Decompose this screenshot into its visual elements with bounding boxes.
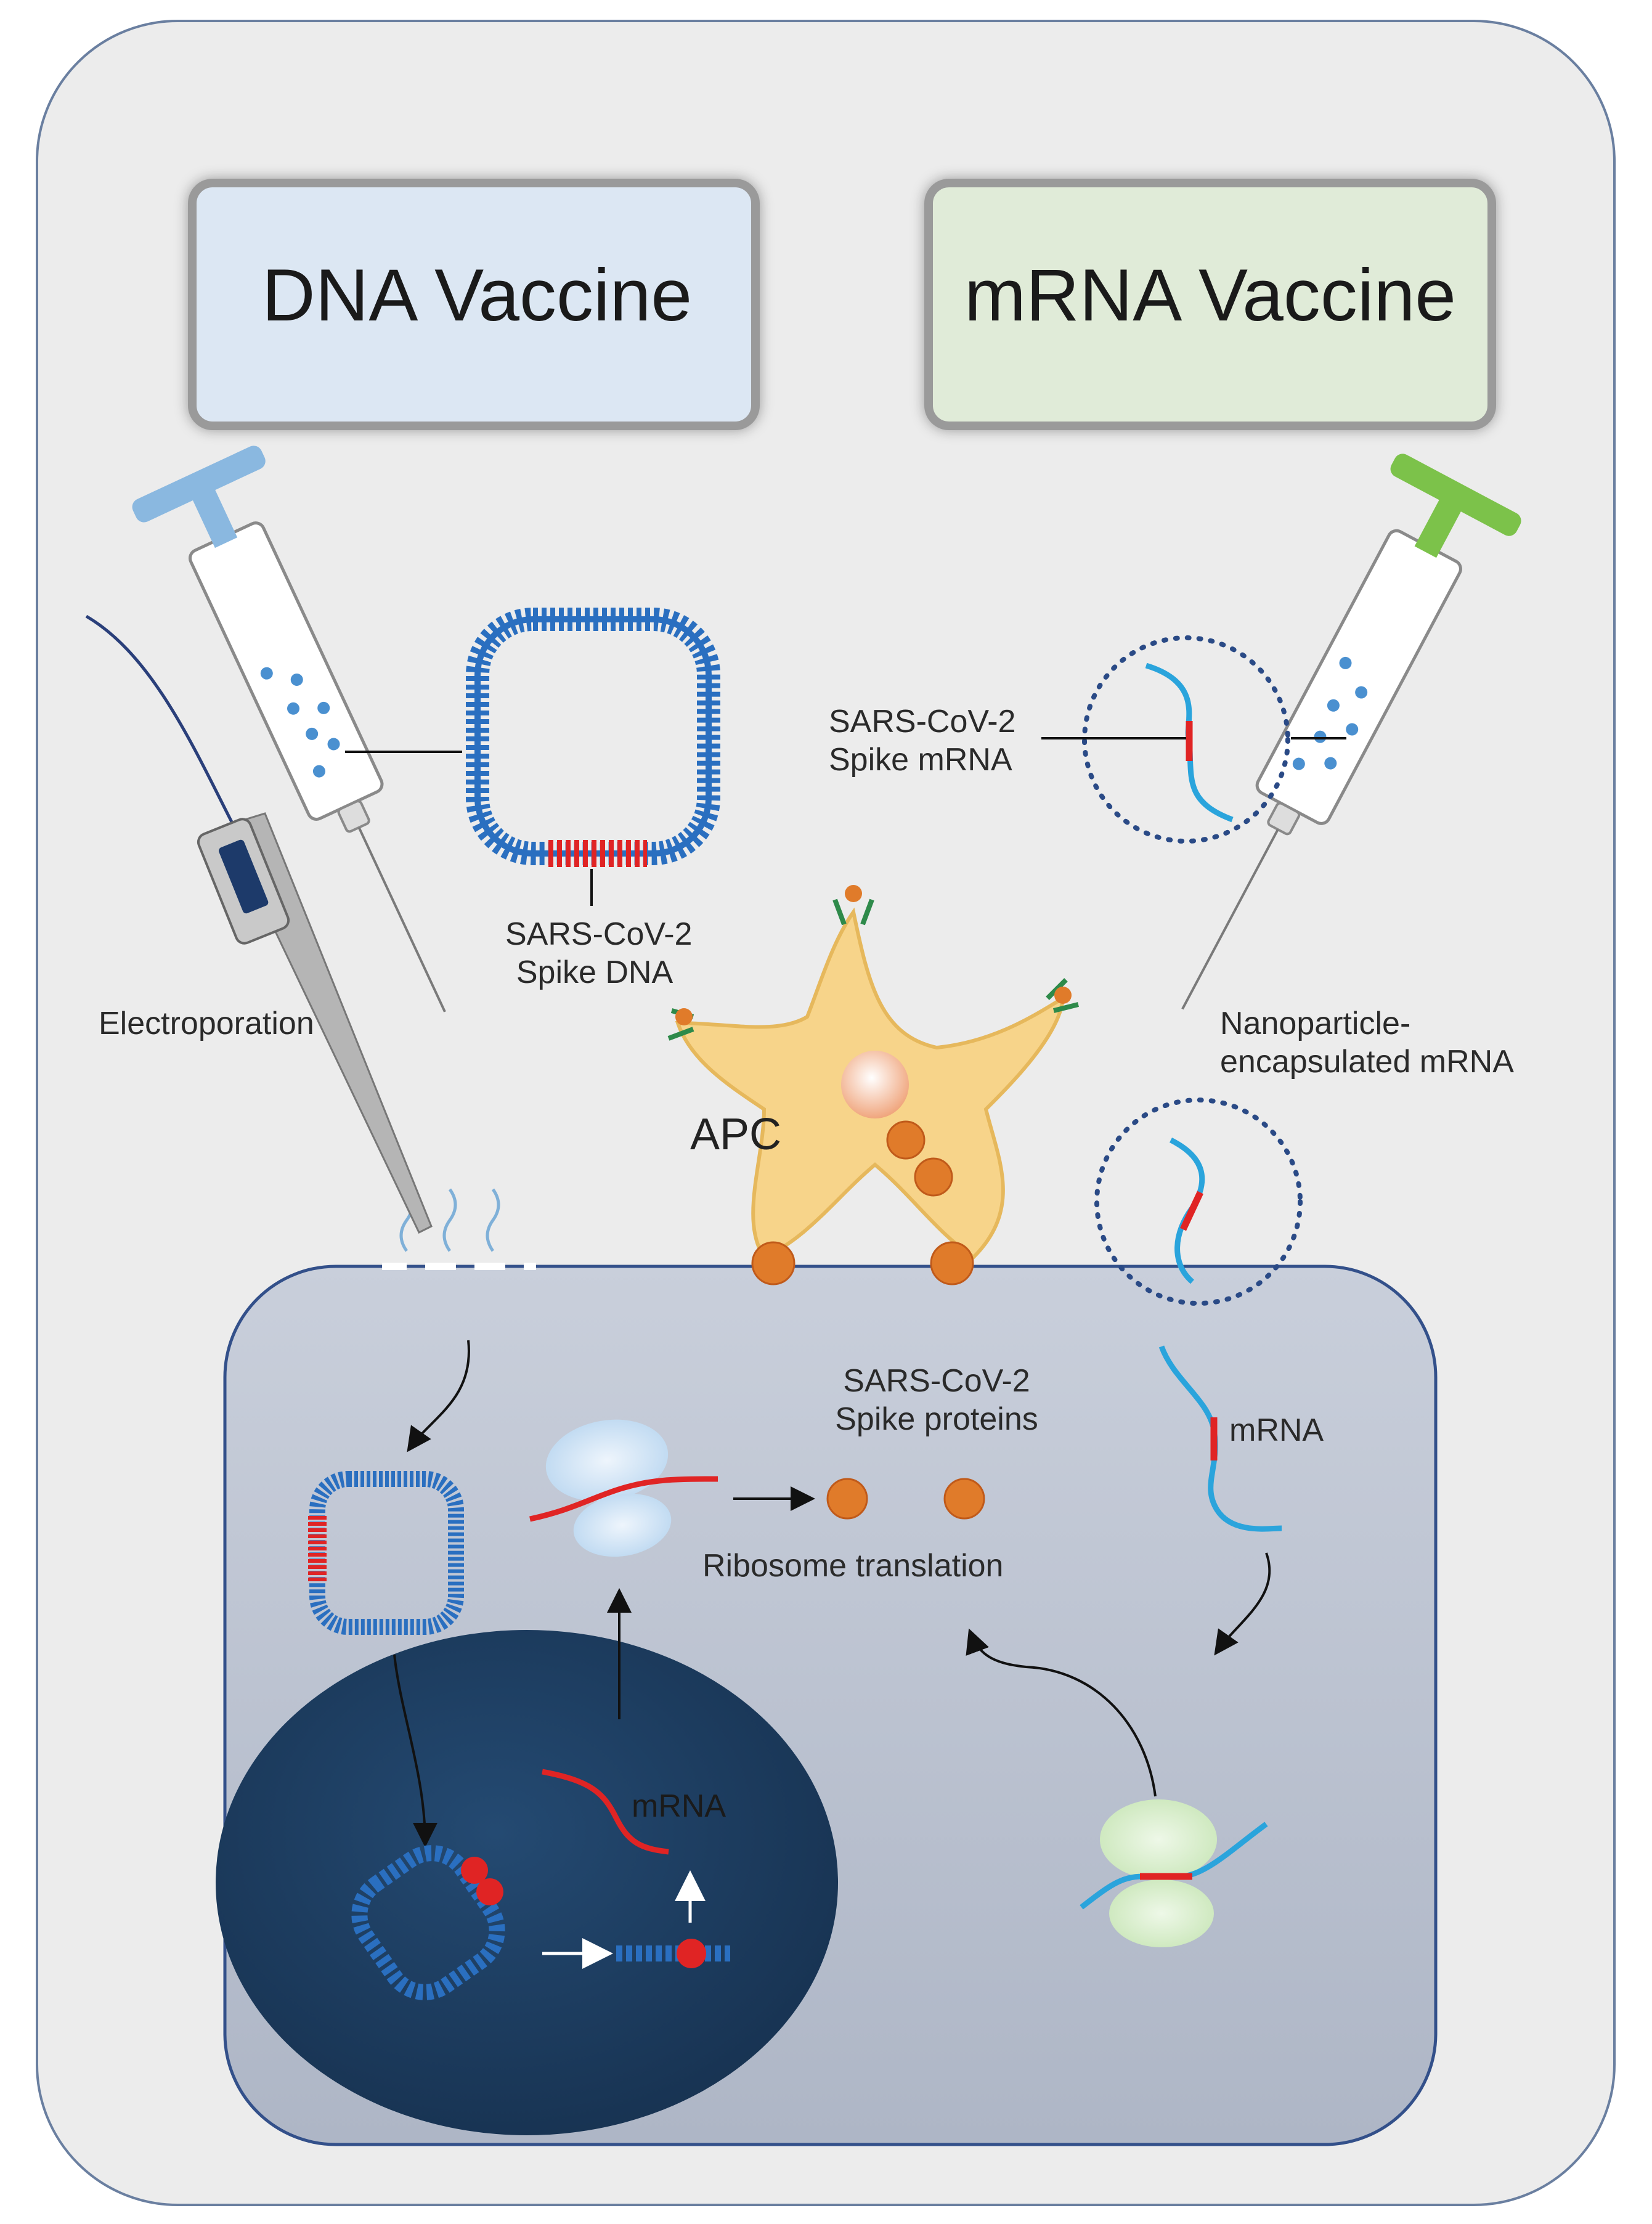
plasmid-nucleus-icon (351, 1845, 505, 2000)
mrna-syringe-icon (1181, 454, 1521, 1010)
electroporation-probe-icon (197, 812, 433, 1234)
electroporation-wire (85, 614, 248, 852)
electroporation-label: Electroporation (99, 1006, 314, 1041)
spike-mrna-label: SARS-CoV-2 Spike mRNA (829, 703, 1015, 779)
arrow-mrna-to-ribosome (1214, 1552, 1271, 1656)
nanoparticle-line-1: Nanoparticle- (1220, 1006, 1411, 1041)
ribosome-blue-icon (529, 1419, 718, 1557)
cytoplasm-mrna-label: mRNA (1229, 1412, 1324, 1448)
spike-mrna-line-2: Spike mRNA (829, 742, 1012, 778)
ribosome-green-icon (1080, 1799, 1268, 1947)
apc-label: APC (690, 1110, 782, 1159)
spike-proteins-line-2: Spike proteins (835, 1401, 1038, 1437)
nucleus-mrna-label: mRNA (632, 1788, 726, 1824)
arrow-to-translation (966, 1628, 1157, 1797)
nanoparticle-icon-membrane (1094, 1098, 1303, 1306)
spike-proteins-line-1: SARS-CoV-2 (843, 1363, 1030, 1399)
dna-syringe-icon (132, 446, 446, 1012)
nuclear-mrna-strand (542, 1769, 669, 1855)
plasmid-dna-icon (466, 608, 720, 867)
arrow-entry (407, 1340, 470, 1452)
gene-fragment-icon (616, 1939, 730, 1968)
spike-proteins-label: SARS-CoV-2 Spike proteins (807, 1362, 1066, 1438)
nucleus (216, 1630, 838, 2135)
mrna-vaccine-title: mRNA Vaccine (964, 254, 1457, 336)
dna-vaccine-box (188, 179, 760, 430)
cytoplasm-mrna-strand (1158, 1345, 1282, 1532)
mrna-vaccine-box (924, 179, 1496, 430)
arrow-to-nucleus (393, 1654, 437, 1847)
spike-mrna-line-1: SARS-CoV-2 (829, 704, 1016, 739)
spike-protein-2 (943, 1478, 985, 1520)
spike-dna-line-2: Spike DNA (516, 955, 673, 990)
spike-dna-label: SARS-CoV-2 Spike DNA (505, 915, 693, 992)
nanoparticle-line-2: encapsulated mRNA (1220, 1044, 1514, 1080)
ribosome-translation-label: Ribosome translation (702, 1548, 1004, 1584)
nanoparticle-label: Nanoparticle- encapsulated mRNA (1220, 1004, 1514, 1081)
spike-protein-1 (826, 1478, 868, 1520)
spike-dna-line-1: SARS-CoV-2 (505, 916, 693, 952)
dna-vaccine-title: DNA Vaccine (262, 254, 693, 336)
plasmid-cytoplasm-icon (308, 1471, 464, 1635)
apc-cell-icon (667, 885, 1079, 1285)
